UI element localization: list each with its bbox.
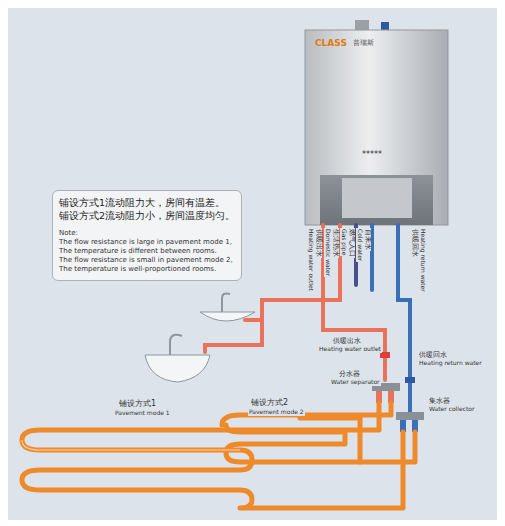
boiler-body (305, 30, 448, 225)
note-text: The temperature is well-proportioned roo… (59, 265, 235, 274)
pipe-connection-label: 供暖回水 (411, 228, 418, 258)
pavement-mode-label: 铺设方式1 (118, 399, 157, 408)
basin-tap (222, 294, 230, 313)
component-label: 供暖出水 (332, 337, 362, 345)
return-valve (405, 377, 415, 383)
pipe-connection-label: Domestic water (324, 228, 331, 277)
pavement-mode-label: Pavement mode 1 (114, 410, 171, 417)
pipe-connection-label: 燃气入口 (348, 228, 355, 258)
rating-stars: ***** (362, 150, 382, 160)
pipe-connection-label: Cold water (356, 228, 363, 262)
component-label: Water separator (330, 379, 381, 386)
note-text: 铺设方式2流动阻力小，房间温度均匀。 (59, 210, 235, 222)
pavement-mode-1-loop (22, 403, 403, 508)
note-text: The temperature is different between roo… (59, 247, 235, 256)
brand-logo-text: CLASS (315, 38, 347, 50)
note-text: The flow resistance is small in pavement… (59, 256, 235, 265)
bathtub (145, 355, 210, 382)
boiler-lower-panel (320, 175, 433, 225)
note-text: 铺设方式1流动阻力大，房间有温差。 (59, 197, 235, 209)
flue-cap (381, 22, 389, 30)
component-label: Heating return water (418, 360, 483, 367)
pavement-mode-2-loop (226, 418, 360, 462)
component-label: 供暖回水 (418, 351, 448, 359)
sink-hot-branch (245, 318, 262, 322)
boiler-display (342, 178, 412, 218)
flue-pipe (355, 20, 369, 30)
note-text: The flow resistance is large in pavement… (59, 238, 235, 247)
pipe-highlight (22, 440, 240, 450)
pipe-connection-label: Heating water outlet (307, 228, 314, 292)
heating-supply-pipe (323, 225, 385, 380)
component-label: Heating water outlet (318, 346, 382, 353)
supply-valve (380, 352, 390, 358)
bath-tap (170, 335, 182, 355)
pavement-mode-label: 铺设方式2 (250, 398, 289, 407)
pipe-connection-label: 生活热水 (332, 228, 339, 258)
pipe-connection-label: 自来水 (364, 228, 371, 251)
brand-logo-text: 普瑞斯 (353, 39, 374, 48)
component-label: 集水器 (428, 397, 451, 405)
water-collector (396, 412, 424, 420)
pipe-connection-label: 供暖出水 (315, 228, 322, 258)
component-label: Water collector (428, 406, 475, 413)
pavement-mode-2-feed (222, 403, 391, 425)
component-label: 分水器 (338, 370, 361, 378)
boiler-unit: CLASS 普瑞斯 ***** (305, 30, 448, 175)
note-box: 铺设方式1流动阻力大，房间有温差。铺设方式2流动阻力小，房间温度均匀。 Note:… (52, 190, 242, 281)
pavement-mode-label: Pavement mode 2 (248, 409, 305, 416)
pavement-mode-2-return (360, 432, 415, 462)
pipe-connection-label: Gas pipe (340, 228, 347, 256)
note-text: Note: (59, 229, 235, 238)
wash-basin (200, 312, 255, 321)
pipe-connection-label: Heating return water (419, 228, 426, 293)
